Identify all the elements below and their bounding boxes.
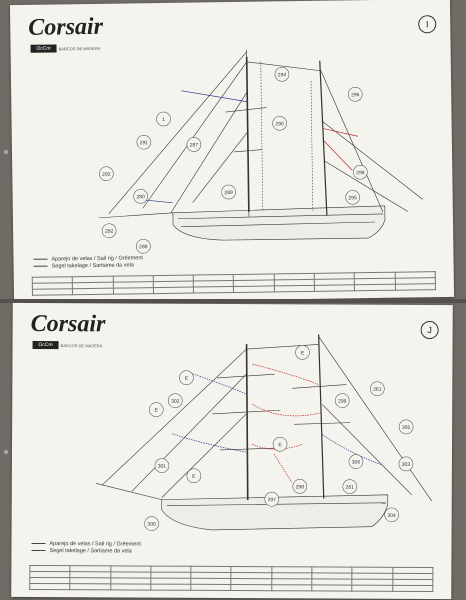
rig-legend: Aparejo de velas / Sail rig / Gréement S…	[31, 541, 141, 556]
callout-label: 306	[352, 460, 361, 466]
callout-label: 298	[296, 484, 305, 490]
callout-label: 304	[387, 513, 396, 519]
plan-sheet-j: Corsair OcCre BARCOS DE MADERA J	[11, 302, 453, 600]
callout-label: 287	[190, 142, 199, 148]
callout-label: 296	[351, 92, 360, 98]
ship-rigging-drawing-j: E E 302 299 261 E 305 E 301 E 306 303 29…	[95, 334, 432, 531]
callout-label: 291	[140, 140, 149, 146]
callout-label: 298	[356, 170, 365, 176]
page-fold	[0, 299, 466, 303]
callout-label: 289	[224, 190, 233, 196]
callout-label: 305	[402, 425, 411, 431]
callout-label: 295	[348, 195, 357, 201]
callout-label: 297	[268, 497, 277, 503]
callout-label: 288	[139, 244, 148, 250]
parts-table	[29, 565, 433, 592]
callout-label: 303	[402, 462, 411, 468]
callout-label: 280	[136, 194, 145, 200]
binder-hole	[4, 150, 8, 154]
legend-line-1: Aparejo de velas / Sail rig / Gréement	[49, 541, 141, 548]
callout-label: 1	[162, 117, 165, 123]
callout-label: 292	[102, 172, 111, 178]
plan-sheet-i: Corsair OcCre BARCOS DE MADERA I	[9, 0, 455, 304]
callout-label: E	[185, 376, 189, 382]
callout-label: 290	[275, 121, 284, 127]
callout-label: E	[155, 408, 159, 414]
ship-rigging-drawing-i: 294 1 290 296 291 287 292 280 289 298 29…	[98, 49, 423, 254]
callout-label: 301	[158, 464, 167, 470]
callout-label: 294	[278, 72, 287, 78]
legend-line-2: Segel takelage / Sartiame da vela	[51, 262, 134, 270]
callout-label: 261	[346, 485, 355, 491]
callout-label: E	[278, 442, 282, 448]
callout-label: 292	[105, 229, 114, 235]
callout-label: E	[301, 350, 305, 356]
callout-label: 261	[373, 387, 382, 393]
callout-label: E	[192, 474, 196, 480]
rig-legend: Aparejo de velas / Sail rig / Gréement S…	[33, 255, 143, 271]
callout-label: 302	[171, 399, 180, 405]
binder-hole	[4, 450, 8, 454]
legend-line-2: Segel takelage / Sartiame da vela	[49, 548, 132, 555]
callout-label: 300	[147, 522, 156, 528]
callout-label: 299	[338, 399, 347, 405]
